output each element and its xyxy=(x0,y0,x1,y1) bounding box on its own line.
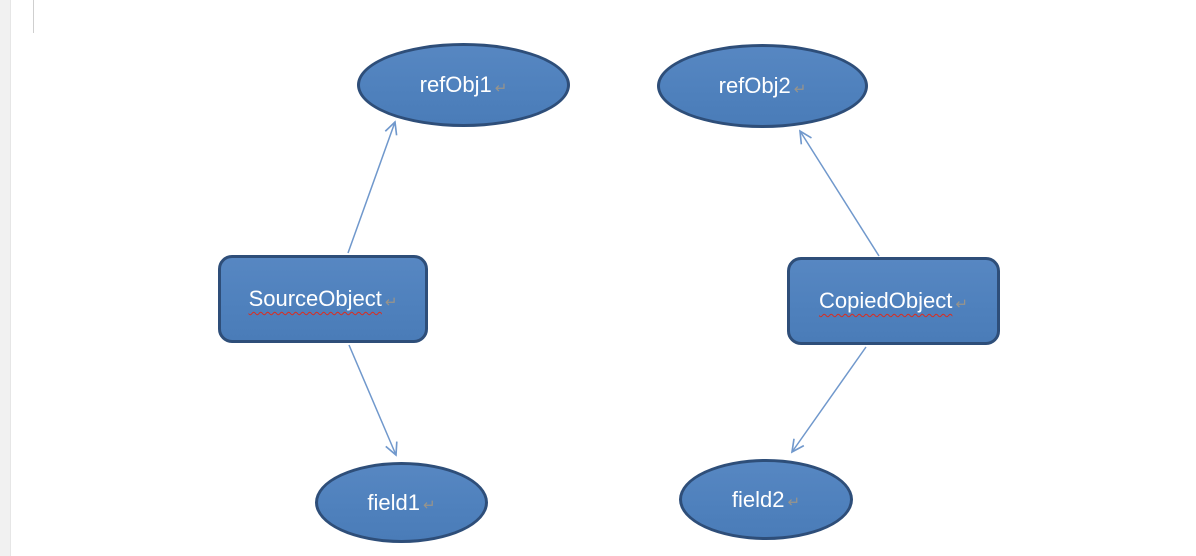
node-refobj2-label: refObj2 xyxy=(718,73,791,98)
paragraph-mark-icon: ↵ xyxy=(955,295,968,313)
paragraph-mark-icon: ↵ xyxy=(384,293,398,311)
paragraph-mark-icon: ↵ xyxy=(787,494,801,511)
paragraph-mark-icon: ↵ xyxy=(494,79,508,97)
left-margin-strip xyxy=(0,0,11,556)
connector-sourceobject-to-refobj1[interactable] xyxy=(347,122,395,254)
node-field1[interactable]: field1 ↵ xyxy=(315,462,488,543)
node-sourceobject-label: SourceObject xyxy=(248,286,382,311)
node-field2-label: field2 xyxy=(731,486,785,512)
node-field1-label: field1 xyxy=(367,489,420,515)
node-field2[interactable]: field2 ↵ xyxy=(679,459,853,540)
node-copiedobject[interactable]: CopiedObject ↵ xyxy=(787,257,1000,345)
node-copiedobject-label: CopiedObject xyxy=(819,288,953,313)
margin-tick xyxy=(33,0,34,33)
node-refobj1[interactable]: refObj1 ↵ xyxy=(357,43,570,127)
node-refobj1-label: refObj1 xyxy=(419,72,492,97)
node-sourceobject[interactable]: SourceObject ↵ xyxy=(218,255,428,343)
paragraph-mark-icon: ↵ xyxy=(793,80,807,98)
connector-copiedobject-to-refobj2[interactable] xyxy=(800,131,880,257)
paragraph-mark-icon: ↵ xyxy=(423,497,436,514)
connector-sourceobject-to-field1[interactable] xyxy=(348,344,396,455)
node-refobj2[interactable]: refObj2 ↵ xyxy=(657,44,868,128)
connector-copiedobject-to-field2[interactable] xyxy=(792,346,867,452)
